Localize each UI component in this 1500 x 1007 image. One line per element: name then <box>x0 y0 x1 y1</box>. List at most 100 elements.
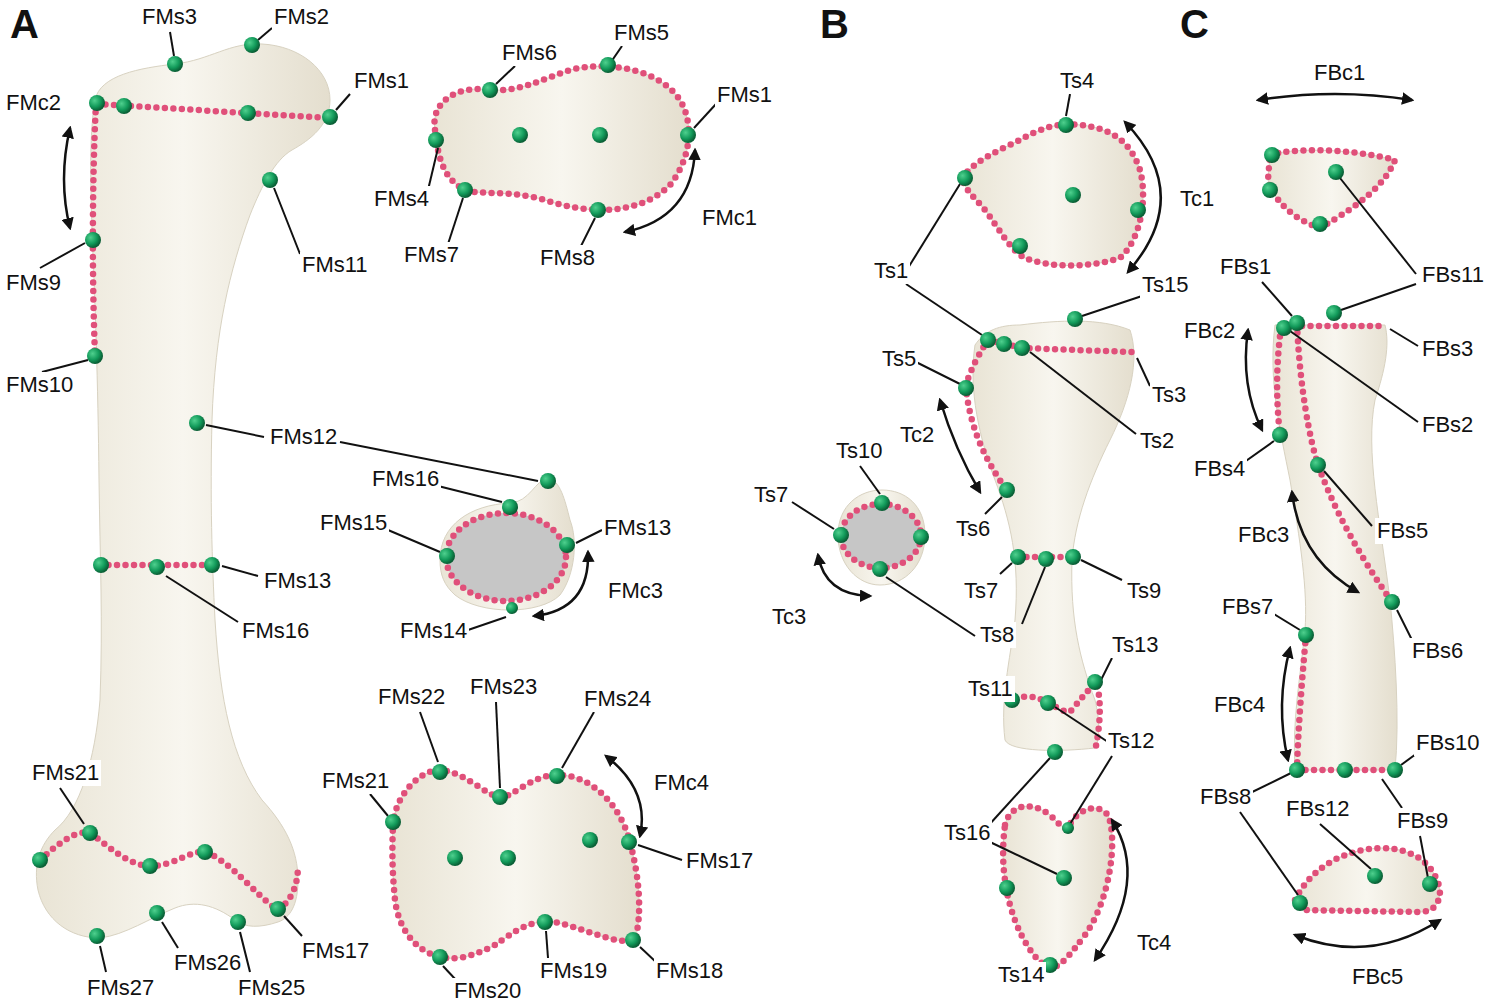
landmark-label: Ts16 <box>942 820 992 846</box>
landmark-dot <box>502 499 518 515</box>
landmark-label: FBc1 <box>1312 60 1367 86</box>
landmark-label: Tc3 <box>770 604 808 630</box>
femur-distal-view <box>392 770 639 958</box>
landmark-dot <box>89 95 105 111</box>
landmark-dot <box>482 82 498 98</box>
semilandmark-curve <box>1003 806 1112 968</box>
landmark-label: FMs21 <box>30 760 101 786</box>
semilandmark-curve <box>93 104 96 355</box>
tibia-distal-view <box>1003 806 1112 968</box>
landmark-label: FBs11 <box>1420 262 1486 288</box>
landmark-label: FMs5 <box>612 20 671 46</box>
landmark-label: FMs13 <box>602 515 673 541</box>
tibia-proximal-view <box>962 124 1143 265</box>
landmark-label: FMs9 <box>4 270 63 296</box>
landmark-dot <box>432 764 448 780</box>
landmark-dot <box>506 602 518 614</box>
landmark-label: FMs3 <box>140 4 199 30</box>
leader-line <box>428 148 438 190</box>
landmark-label: FBs3 <box>1420 336 1475 362</box>
landmark-dot <box>582 832 598 848</box>
landmark-dot <box>240 105 256 121</box>
landmark-label: FMs6 <box>500 40 559 66</box>
landmark-dot <box>1056 870 1072 886</box>
landmark-dot <box>621 834 637 850</box>
landmark-label: FBs4 <box>1192 456 1247 482</box>
landmark-dot <box>592 127 608 143</box>
landmark-dot <box>590 202 606 218</box>
leader-line <box>438 486 502 502</box>
curve-extent-arrow <box>1246 330 1262 430</box>
landmark-dot <box>87 348 103 364</box>
landmark-dot <box>230 914 246 930</box>
landmark-dot <box>1289 762 1305 778</box>
landmark-dot <box>93 557 109 573</box>
landmark-dot <box>500 850 516 866</box>
curve-extent-arrow <box>1292 492 1358 592</box>
landmark-label: Ts7 <box>962 578 1000 604</box>
leader-line <box>1290 331 1418 422</box>
landmark-dot <box>625 932 641 948</box>
landmark-dot <box>457 182 473 198</box>
landmark-label: FMc2 <box>4 90 63 116</box>
curve-extent-arrow <box>1295 920 1440 947</box>
landmark-label: FMs22 <box>376 684 447 710</box>
semilandmark-curve <box>1297 635 1306 770</box>
landmark-dot <box>89 928 105 944</box>
landmark-dot <box>1058 117 1074 133</box>
landmark-label: FMs25 <box>236 975 307 1001</box>
landmark-label: FMc4 <box>652 770 711 796</box>
curve-extent-arrow <box>1095 820 1128 960</box>
leader-line <box>860 466 880 494</box>
landmark-label: FBs2 <box>1420 412 1475 438</box>
landmark-dot <box>85 232 101 248</box>
landmark-dot <box>537 914 553 930</box>
semilandmark-curve <box>1277 328 1281 435</box>
landmark-label: Tc2 <box>898 422 936 448</box>
curve-extent-arrow <box>940 400 980 492</box>
landmark-dot <box>540 473 556 489</box>
leader-line <box>1000 563 1012 574</box>
leader-line <box>496 702 500 788</box>
landmark-label: Tc4 <box>1135 930 1173 956</box>
leader-line <box>1030 352 1136 434</box>
landmark-label: FMs23 <box>468 674 539 700</box>
tibia-cross-section <box>838 490 925 585</box>
landmark-label: FMs13 <box>262 568 333 594</box>
tibia-section-cut <box>841 504 921 568</box>
landmark-dot <box>1062 822 1074 834</box>
leader-line <box>1262 282 1292 316</box>
landmark-label: Ts11 <box>966 676 1015 702</box>
landmark-label: Ts14 <box>996 962 1046 988</box>
landmark-dot <box>1014 340 1030 356</box>
landmark-label: FMs16 <box>370 466 441 492</box>
landmark-dot <box>167 56 183 72</box>
leader-line <box>1137 358 1150 386</box>
semilandmark-curve <box>1008 682 1100 746</box>
panel-letter: B <box>818 2 851 46</box>
curve-extent-arrow <box>606 756 642 836</box>
curve-extent-arrow <box>625 150 695 232</box>
landmark-dot <box>999 482 1015 498</box>
landmark-label: FMs19 <box>538 958 609 984</box>
leader-line <box>638 845 682 860</box>
landmark-label: Ts5 <box>880 346 918 372</box>
leader-line <box>1022 567 1045 624</box>
landmark-dot <box>492 789 508 805</box>
leader-line <box>1397 610 1412 640</box>
landmark-dot <box>512 127 528 143</box>
fibula-anterior <box>1273 325 1397 770</box>
landmark-dot <box>1040 695 1056 711</box>
landmark-dot <box>957 170 973 186</box>
leader-line <box>284 916 302 936</box>
landmark-dot <box>1384 594 1400 610</box>
leader-line <box>468 617 506 630</box>
landmark-label: Ts15 <box>1140 272 1190 298</box>
leader-line <box>40 243 85 268</box>
landmark-label: Ts13 <box>1110 632 1160 658</box>
curve-extent-arrow <box>1282 648 1290 760</box>
leader-line <box>916 362 960 384</box>
semilandmark-curves <box>40 66 1440 968</box>
landmark-label: FMs17 <box>684 848 755 874</box>
landmark-label: FMs27 <box>85 975 156 1001</box>
